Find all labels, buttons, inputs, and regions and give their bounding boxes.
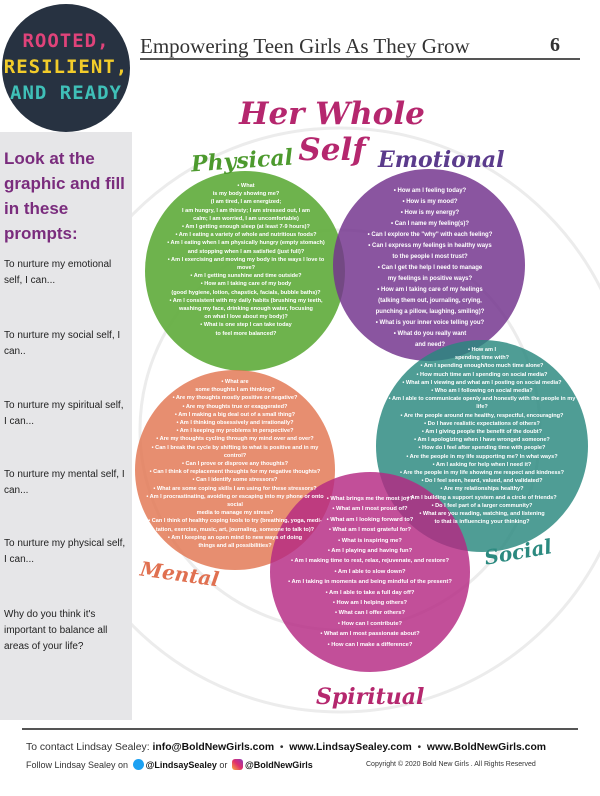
separator: • [279, 742, 284, 753]
prompt-physical: To nurture my physical self, I can... [4, 538, 126, 565]
page-number: 6 [550, 34, 560, 56]
prompt-balance-question: Why do you think it's important to balan… [4, 609, 108, 652]
website-link-boldnewgirls[interactable]: www.BoldNewGirls.com [426, 742, 547, 753]
follow-prefix: Follow Lindsay Sealey on [26, 760, 129, 770]
emotional-questions: • How am I feeling today? • How is my mo… [367, 188, 493, 348]
physical-circle [145, 171, 345, 371]
sidebar-heading: Look at the graphic and fill in these pr… [4, 149, 125, 243]
twitter-icon[interactable] [132, 759, 144, 770]
logo-line-ready: AND READY [10, 82, 122, 104]
logo-line-rooted: ROOTED, [22, 30, 110, 52]
spiritual-label: Spiritual [316, 684, 425, 710]
footer-social-line: Follow Lindsay Sealey on @LindsaySealey … [26, 759, 313, 770]
physical-questions: • What is my body showing me? (I am tire… [167, 183, 325, 337]
prompt-emotional: To nurture my emotional self, I can... [4, 259, 112, 286]
prompt-spiritual: To nurture my spiritual self, I can... [4, 400, 124, 427]
instagram-icon[interactable] [231, 759, 243, 770]
page-title: Empowering Teen Girls As They Grow [140, 34, 470, 58]
prompt-social: To nurture my social self, I can.. [4, 330, 121, 357]
logo-line-resilient: RESILIENT, [3, 56, 129, 78]
website-link-lindsay[interactable]: www.LindsaySealey.com [289, 742, 412, 753]
mental-questions: • What are some thoughts I am thinking? … [146, 379, 324, 550]
logo: ROOTED, RESILIENT, AND READY [2, 4, 130, 132]
instagram-handle[interactable]: @BoldNewGirls [244, 760, 313, 770]
contact-prefix: To contact Lindsay Sealey: [26, 742, 150, 753]
copyright-notice: Copyright © 2020 Bold New Girls . All Ri… [366, 761, 536, 768]
emotional-circle [333, 169, 525, 361]
or-text: or [219, 760, 228, 770]
prompt-mental: To nurture my mental self, I can... [4, 469, 125, 496]
footer-contact-line: To contact Lindsay Sealey: info@BoldNewG… [26, 742, 546, 753]
graphic-title: Her Whole Self [239, 96, 425, 168]
social-questions: • How am I spending time with? • Am I sp… [388, 347, 576, 526]
spiritual-questions: • What brings me the most joy? • What am… [288, 496, 452, 648]
twitter-handle[interactable]: @LindsaySealey [145, 760, 217, 770]
header-divider [140, 58, 580, 60]
sidebar-panel [0, 132, 132, 720]
email-link[interactable]: info@BoldNewGirls.com [152, 742, 275, 753]
spiritual-circle [270, 472, 470, 672]
footer-divider [22, 728, 578, 730]
emotional-label: Emotional [378, 147, 505, 173]
separator: • [417, 742, 422, 753]
